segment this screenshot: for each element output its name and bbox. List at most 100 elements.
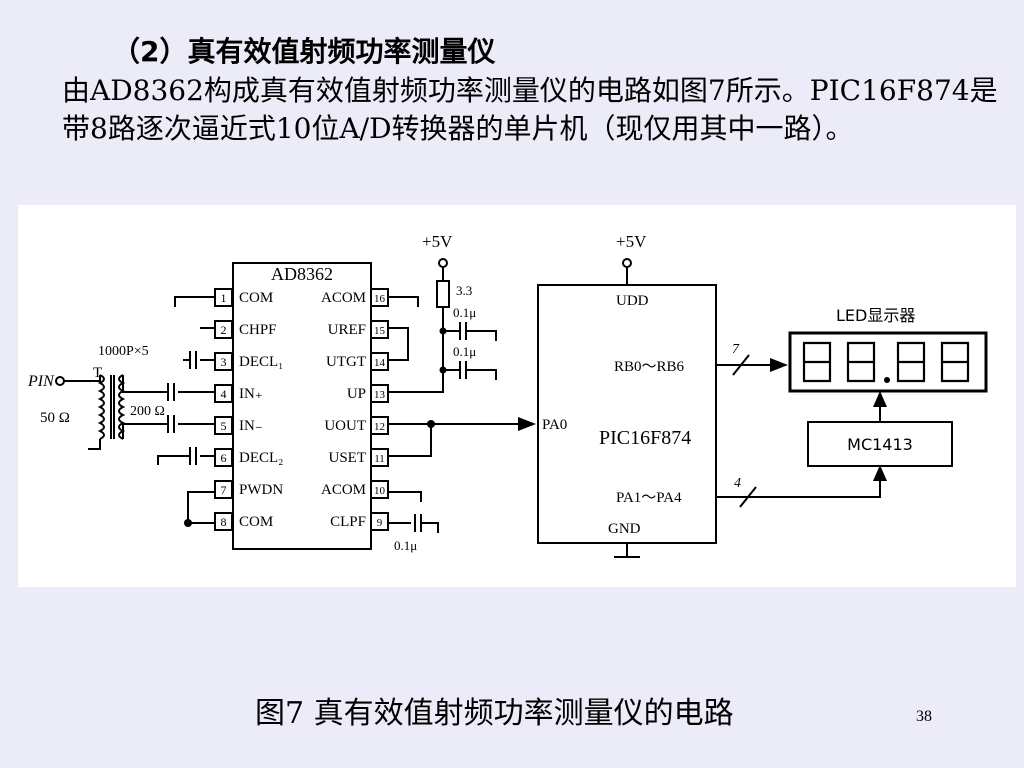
impedance-50-label: 50 Ω xyxy=(40,410,70,426)
led-digit xyxy=(802,341,832,383)
input-wire xyxy=(64,375,101,450)
cap-b-label: 0.1μ xyxy=(453,344,476,359)
ad8362-pin-label-12: UOUT xyxy=(324,418,366,434)
pin-pa14-label: PA1～PA4 xyxy=(616,490,682,506)
ad8362-pin-box-10 xyxy=(370,480,389,499)
pin10-ground-wire xyxy=(388,491,422,502)
pin-gnd-label: GND xyxy=(608,521,641,537)
mcu-ground xyxy=(614,543,640,558)
ad8362-pin-number-3: 3 xyxy=(221,355,227,369)
cap-01u-b xyxy=(443,361,497,380)
pa0-arrow xyxy=(518,417,536,431)
ad8362-pin-label-15: UREF xyxy=(328,322,366,338)
ad8362-pin-box-15 xyxy=(370,320,389,339)
ad8362-pin-label-10: ACOM xyxy=(321,482,366,498)
cap-1000p-label: 1000P×5 xyxy=(98,344,149,359)
ad8362-pin-box-14 xyxy=(370,352,389,371)
ad8362-pin-number-1: 1 xyxy=(221,291,227,305)
ad8362-pin-label-8: COM xyxy=(239,514,273,530)
ad8362-pin-number-5: 5 xyxy=(221,419,227,433)
mc1413-label: MC1413 xyxy=(847,435,913,454)
led-digits xyxy=(802,341,970,383)
ad8362-title: AD8362 xyxy=(271,264,333,284)
ad8362-pin-number-14: 14 xyxy=(374,357,386,369)
ad8362-pin-label-16: ACOM xyxy=(321,290,366,306)
ad8362-pin-number-13: 13 xyxy=(374,389,386,401)
ad8362-pin-number-9: 9 xyxy=(377,517,383,529)
ad8362-pin-label-5: IN₋ xyxy=(239,418,263,434)
transformer-primary-coil xyxy=(97,374,105,440)
cap-a-label: 0.1μ xyxy=(453,305,476,320)
clpf-capacitor xyxy=(388,514,439,533)
ad8362-pin-box-5 xyxy=(214,416,233,435)
figure-caption: 图7 真有效值射频功率测量仪的电路 xyxy=(255,696,734,731)
ad8362-pin-box-12 xyxy=(370,416,389,435)
decl2-capacitor xyxy=(157,447,215,465)
supply-left-label: +5V xyxy=(422,232,453,251)
supply-left-terminal xyxy=(438,258,448,268)
ad8362-pin-number-2: 2 xyxy=(221,323,227,337)
ad8362-pin-box-13 xyxy=(370,384,389,403)
pa-bus-wire xyxy=(716,481,881,498)
pa-bus-slash xyxy=(739,486,757,508)
in-minus-coupling-cap xyxy=(136,415,215,433)
resistor-label: 3.3 xyxy=(456,283,472,298)
ad8362-pin-box-4 xyxy=(214,384,233,403)
led-display-label: LED显示器 xyxy=(836,306,915,325)
pin1-ground-wire xyxy=(174,296,215,307)
pin15-14-link xyxy=(388,327,409,361)
junction-pin8 xyxy=(184,519,192,527)
ad8362-pin-label-3: DECL₁ xyxy=(239,354,283,370)
pa-bus-width: 4 xyxy=(734,476,741,491)
cap-01u-a xyxy=(443,322,497,341)
ad8362-pin-box-6 xyxy=(214,448,233,467)
pin12-11-link xyxy=(388,423,432,457)
led-digit xyxy=(896,341,926,383)
ad8362-pin-number-10: 10 xyxy=(374,485,386,497)
transformer-secondary-wire xyxy=(122,375,136,439)
ad8362-pin-label-4: IN₊ xyxy=(239,386,263,402)
ad8362-pin-number-6: 6 xyxy=(221,451,227,465)
ad8362-pin-label-7: PWDN xyxy=(239,482,283,498)
ad8362-pin-box-9 xyxy=(370,512,389,531)
ad8362-pin-label-2: CHPF xyxy=(239,322,277,338)
in-plus-coupling-cap xyxy=(136,383,215,401)
transformer-secondary-coil xyxy=(118,374,126,440)
ad8362-pin-number-11: 11 xyxy=(374,453,385,465)
ad8362-pin-number-12: 12 xyxy=(374,421,385,433)
ad8362-pin-box-11 xyxy=(370,448,389,467)
transformer-core xyxy=(110,375,115,439)
decl1-capacitor xyxy=(183,351,215,369)
slide-paragraph: 由AD8362构成真有效值射频功率测量仪的电路如图7所示。PIC16F874是带… xyxy=(62,74,998,145)
pin-udd-label: UDD xyxy=(616,293,649,309)
ad8362-pin-number-4: 4 xyxy=(221,387,227,401)
ad8362-pin-label-6: DECL₂ xyxy=(239,450,283,466)
cap-clpf-label: 0.1μ xyxy=(394,538,417,553)
pin-rb-label: RB0～RB6 xyxy=(614,359,685,375)
led-decimal-point xyxy=(884,377,890,383)
rb-bus-arrow xyxy=(770,358,788,372)
pa-bus-arrow xyxy=(873,465,887,481)
ad8362-pin-label-11: USET xyxy=(329,450,367,466)
ad8362-pin-label-13: UP xyxy=(347,386,366,402)
ad8362-pin-box-8 xyxy=(214,512,233,531)
ad8362-pin-number-16: 16 xyxy=(374,293,386,305)
pin-pa0-label: PA0 xyxy=(542,417,567,433)
ad8362-pin-number-8: 8 xyxy=(221,515,227,529)
led-display-frame xyxy=(788,331,988,393)
rb-bus-slash xyxy=(732,354,750,376)
pin16-ground-wire xyxy=(388,296,419,307)
pin13-up-wire xyxy=(388,325,444,393)
page-number: 38 xyxy=(916,708,932,725)
pwdn-ground-wire xyxy=(187,491,215,524)
ad8362-body xyxy=(232,262,372,550)
slide-heading: （2）真有效值射频功率测量仪 xyxy=(112,35,496,68)
driver-to-led-arrow xyxy=(873,391,887,407)
ad8362-pin-label-9: CLPF xyxy=(330,514,366,530)
impedance-200-label: 200 Ω xyxy=(130,404,165,419)
led-digit xyxy=(846,341,876,383)
ad8362-pin-box-3 xyxy=(214,352,233,371)
supply-right-label: +5V xyxy=(616,232,647,251)
